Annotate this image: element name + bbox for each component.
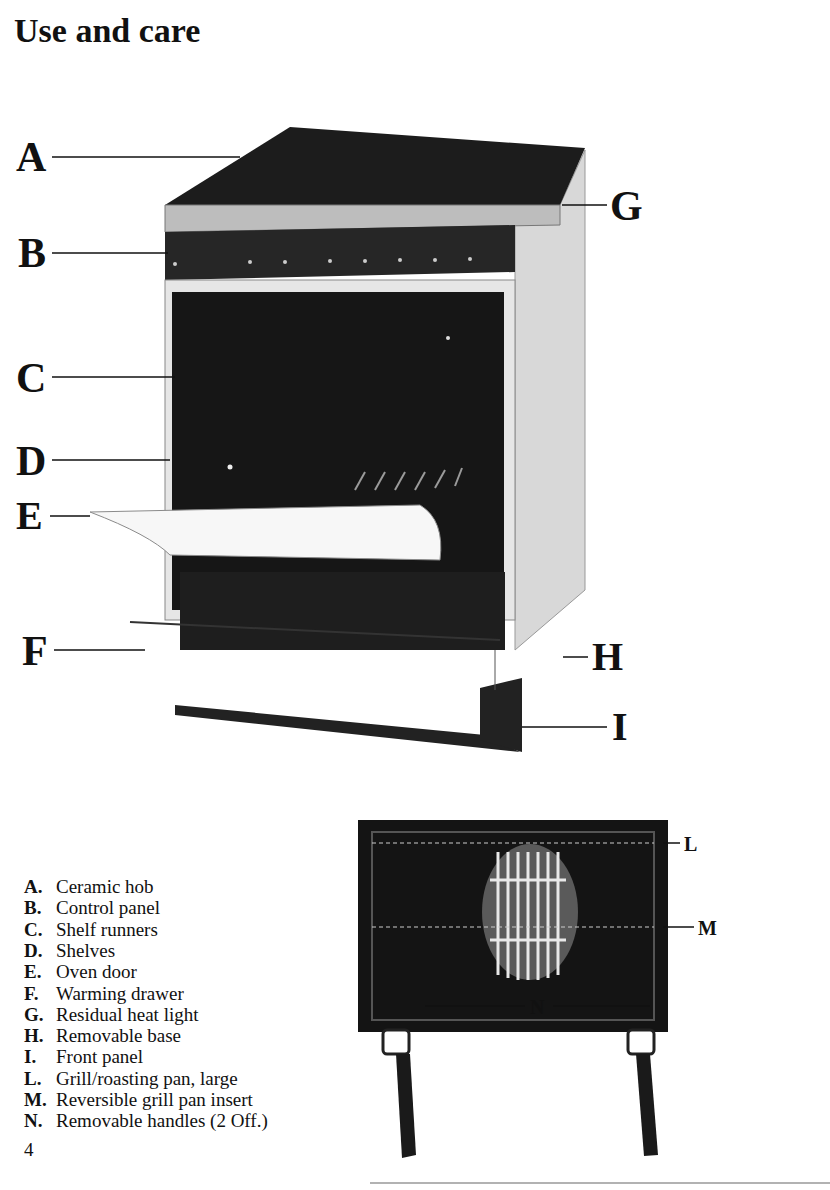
key-letter: L.	[24, 1069, 41, 1088]
grill-pan-insert	[490, 852, 566, 980]
callout-letter: E	[16, 496, 43, 536]
key-letter: G.	[24, 1005, 44, 1024]
callout-letter: L	[684, 834, 697, 854]
callout-letter: G	[610, 185, 643, 227]
key-text: Residual heat light	[56, 1005, 198, 1024]
page-number: 4	[24, 1140, 34, 1159]
callout-letter: M	[698, 918, 717, 938]
key-text: Reversible grill pan insert	[56, 1090, 253, 1109]
key-letter: H.	[24, 1026, 44, 1045]
dashed-edges	[372, 843, 654, 927]
oven-door-glass	[172, 292, 504, 610]
key-letter: N.	[24, 1111, 42, 1130]
removable-handles	[383, 1030, 658, 1158]
key-letter: F.	[24, 984, 39, 1003]
key-text: Control panel	[56, 898, 160, 917]
leader-lines	[50, 157, 830, 1183]
key-letter: D.	[24, 941, 42, 960]
key-letter: A.	[24, 877, 42, 896]
control-knobs	[173, 257, 472, 266]
key-letter: B.	[24, 898, 41, 917]
key-text: Removable base	[56, 1026, 181, 1045]
key-text: Shelf runners	[56, 920, 158, 939]
key-text: Warming drawer	[56, 984, 184, 1003]
page-title: Use and care	[14, 14, 200, 48]
oven-shelves	[355, 468, 462, 490]
callout-letter: F	[22, 630, 48, 672]
callout-letter: N	[530, 997, 544, 1017]
key-text: Removable handles (2 Off.)	[56, 1111, 268, 1130]
key-text: Grill/roasting pan, large	[56, 1069, 238, 1088]
cooker-front	[165, 280, 515, 620]
oven-door	[90, 505, 441, 560]
ceramic-hob	[165, 127, 585, 205]
key-letter: E.	[24, 962, 41, 981]
key-text: Oven door	[56, 962, 137, 981]
callout-letter: C	[16, 357, 46, 399]
key-text: Ceramic hob	[56, 877, 154, 896]
callout-letter: H	[592, 637, 623, 677]
key-letter: M.	[24, 1090, 47, 1109]
callout-letter: B	[18, 232, 46, 274]
key-text: Shelves	[56, 941, 115, 960]
front-panel	[175, 705, 520, 752]
callout-letter: A	[16, 136, 46, 178]
control-panel	[165, 225, 515, 280]
callout-letter: I	[612, 707, 628, 747]
callout-letter: D	[16, 440, 46, 482]
grill-pan	[358, 820, 668, 1032]
front-panel-corner	[480, 678, 522, 752]
key-letter: I.	[24, 1047, 36, 1066]
grill-insert-glare	[482, 844, 578, 980]
key-text: Front panel	[56, 1047, 143, 1066]
key-letter: C.	[24, 920, 42, 939]
